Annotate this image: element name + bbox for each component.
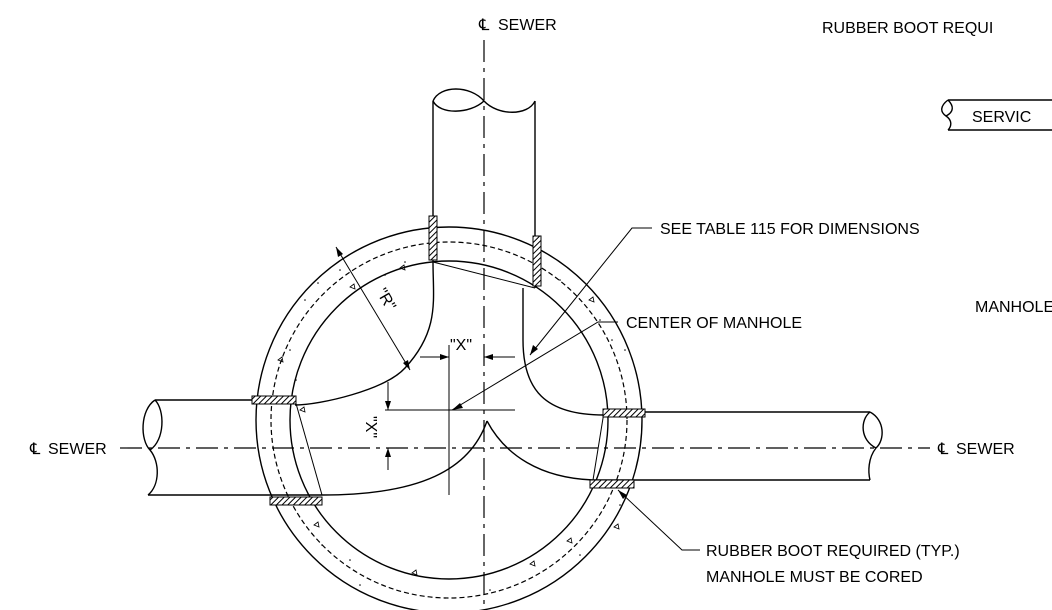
center-crosshair <box>385 345 515 495</box>
service-pipe-symbol <box>941 99 1052 131</box>
cl-sewer-top-label: SEWER <box>498 17 557 34</box>
dim-x-top-label: "X" <box>450 337 472 354</box>
rubber-boot-top-right <box>532 235 542 287</box>
leader-center-of-manhole <box>451 321 618 411</box>
cl-sewer-right: ℄ SEWER <box>937 441 1015 458</box>
dimension-x-horizontal <box>420 354 515 360</box>
leader-see-table <box>529 227 652 356</box>
manhole-outer-wall <box>255 226 643 610</box>
rubber-boot-left-bottom <box>269 496 323 506</box>
leader-rubber-boot <box>617 489 700 551</box>
concrete-dots <box>289 261 626 599</box>
left-sewer-pipe <box>142 399 488 496</box>
cl-sewer-top: ℄ SEWER <box>478 17 557 34</box>
cl-sewer-right-label: SEWER <box>956 441 1015 458</box>
dim-r-label: "R" <box>373 286 399 314</box>
manhole-hidden-line <box>270 241 628 599</box>
rubber-boot-top-label: RUBBER BOOT REQUI <box>822 20 993 37</box>
rubber-boot-right-top <box>602 408 646 418</box>
cl-sewer-left: ℄ SEWER <box>29 441 107 458</box>
rubber-boot-left-top <box>251 395 297 405</box>
rubber-boot-bottom-line2: MANHOLE MUST BE CORED <box>706 569 923 586</box>
rubber-boot-bottom-line1: RUBBER BOOT REQUIRED (TYP.) <box>706 543 960 560</box>
rubber-boot-top-left <box>428 215 438 261</box>
cl-sewer-left-label: SEWER <box>48 441 107 458</box>
cl-symbol-right: ℄ <box>937 441 949 458</box>
service-label: SERVIC <box>972 109 1031 126</box>
dimension-x-vertical <box>385 382 391 470</box>
dim-x-side-label: "X" <box>362 416 379 438</box>
dimension-r <box>335 246 411 371</box>
manhole-label: MANHOLE <box>975 299 1052 316</box>
rubber-boot-right-bottom <box>589 479 635 489</box>
concrete-texture <box>277 264 620 576</box>
manhole-inner-wall <box>289 260 609 580</box>
cl-symbol-top: ℄ <box>478 17 490 34</box>
see-table-label: SEE TABLE 115 FOR DIMENSIONS <box>660 221 920 238</box>
center-of-manhole-label: CENTER OF MANHOLE <box>626 315 802 332</box>
right-sewer-pipe <box>486 411 883 481</box>
cl-symbol-left: ℄ <box>29 441 41 458</box>
